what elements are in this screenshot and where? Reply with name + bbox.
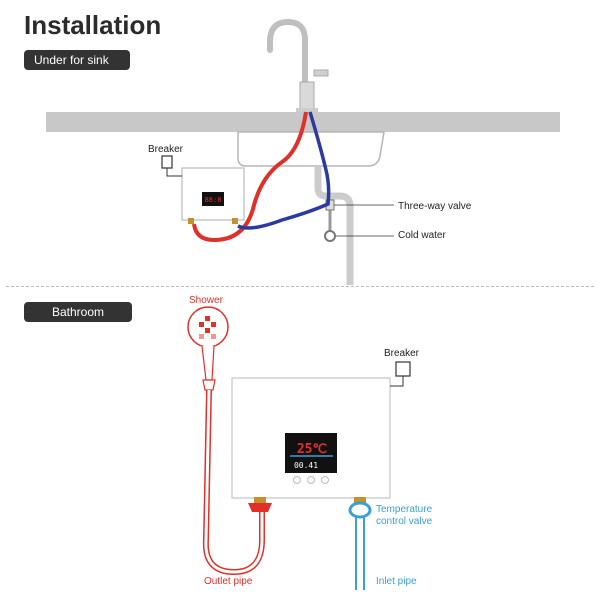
label-outlet-pipe: Outlet pipe <box>204 576 253 587</box>
sink-basin <box>237 131 385 167</box>
hot-water-hose <box>192 111 308 243</box>
label-inlet-pipe: Inlet pipe <box>376 576 417 587</box>
label-breaker-bathroom: Breaker <box>384 348 420 359</box>
faucet-icon <box>267 18 329 114</box>
section-tag-bathroom: Bathroom <box>24 302 132 322</box>
heater-time-display: 00.41 <box>294 461 318 470</box>
label-three-way-valve: Three-way valve <box>398 201 472 212</box>
outlet-connector <box>254 497 266 503</box>
section-divider <box>6 286 594 287</box>
water-heater-small: 88:8 <box>181 167 245 224</box>
breaker-icon-bathroom <box>390 361 411 387</box>
water-heater-large: 25℃ 00.41 <box>231 377 391 499</box>
cold-water-valve-icon <box>324 230 336 242</box>
shower-head-icon <box>187 306 229 391</box>
outlet-fitting <box>248 503 272 512</box>
heater-temp-display: 25℃ <box>297 442 327 457</box>
breaker-icon-sink <box>161 155 182 177</box>
inlet-connector <box>354 497 366 503</box>
label-breaker-sink: Breaker <box>148 144 184 155</box>
drain-pipe <box>314 166 354 285</box>
temperature-control-valve-icon <box>348 501 372 519</box>
label-cold-water: Cold water <box>398 230 446 241</box>
inlet-pipe <box>355 517 365 590</box>
section-tag-sink: Under for sink <box>24 50 130 70</box>
page-title: Installation <box>24 10 162 40</box>
label-temperature-line1: Temperature <box>376 504 433 515</box>
heater-small-display: 88:8 <box>205 196 222 204</box>
label-shower: Shower <box>189 295 224 306</box>
cold-water-hose <box>237 111 331 230</box>
label-temperature-line2: control valve <box>376 516 433 527</box>
